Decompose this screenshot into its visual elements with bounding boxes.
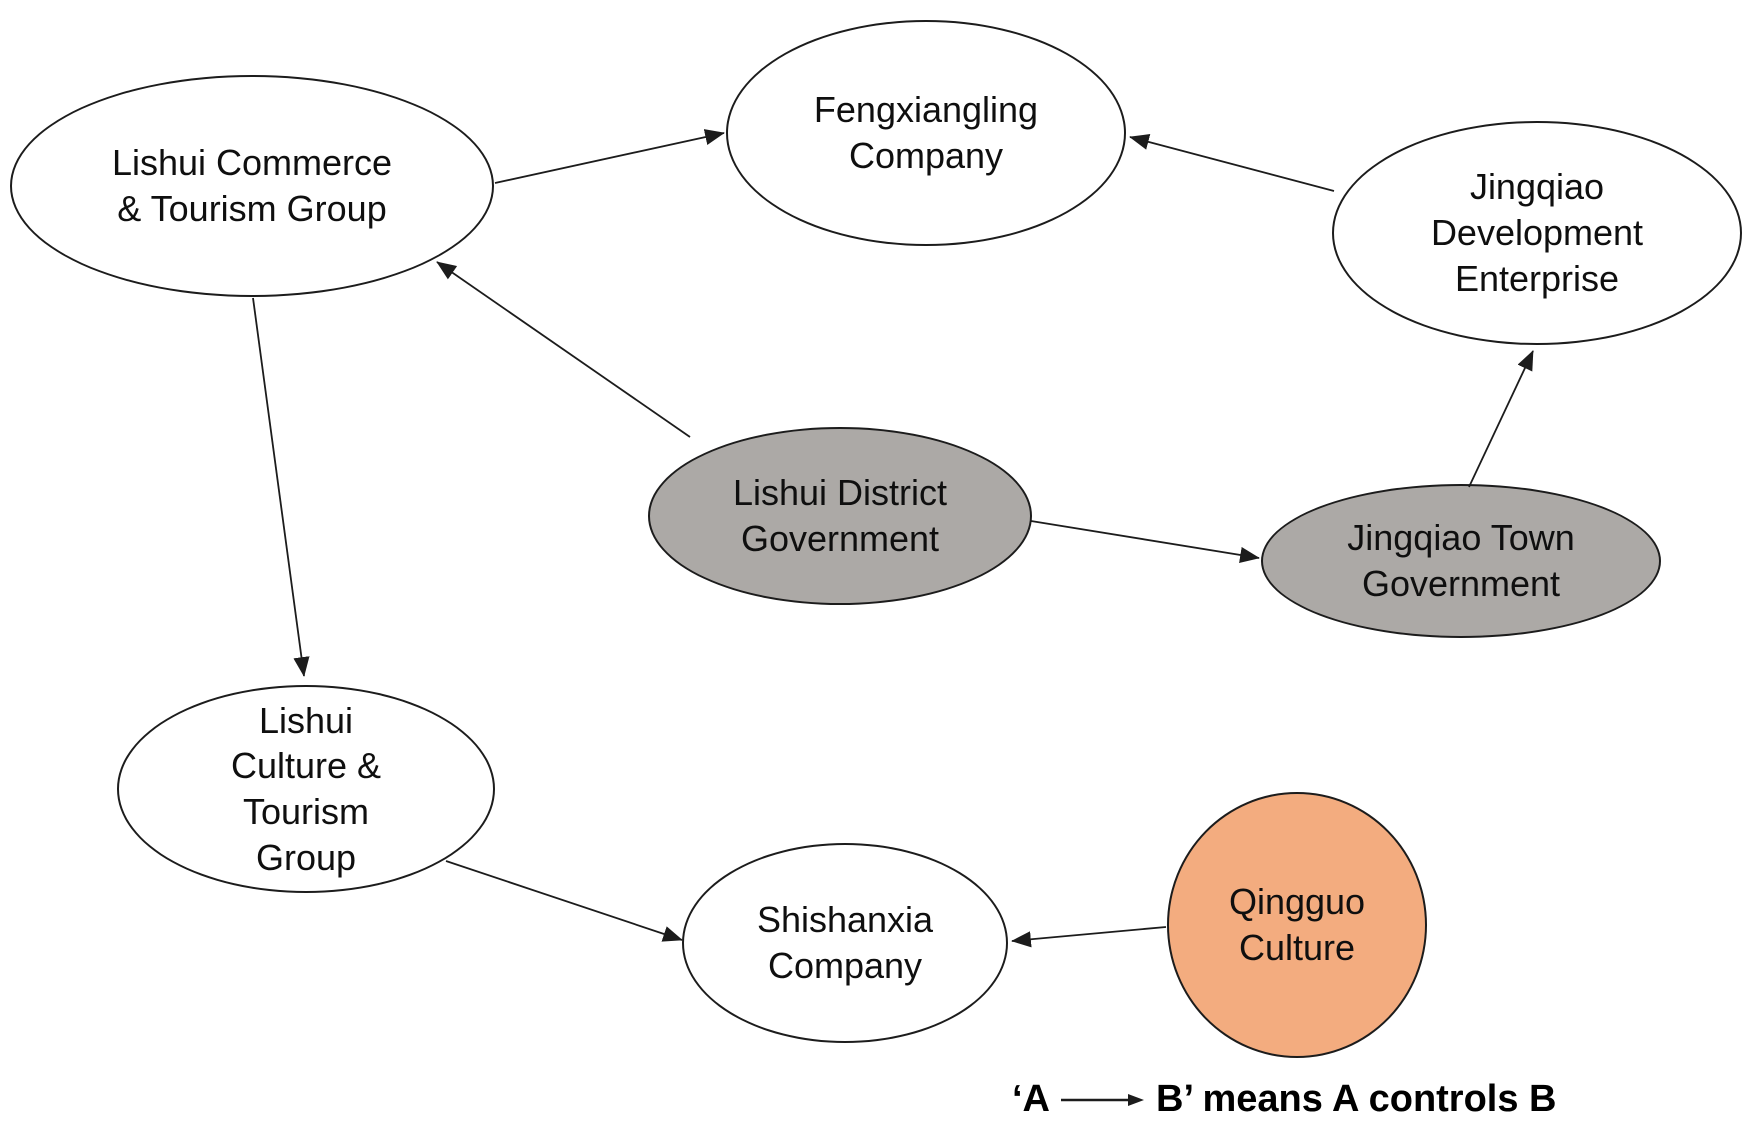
node-lishui-culture-tourism-group: Lishui Culture & Tourism Group (117, 685, 495, 893)
node-label: Lishui District Government (732, 472, 948, 559)
node-label: Shishanxia Company (756, 899, 934, 986)
node-label: Qingguo Culture (1228, 881, 1366, 968)
node-label: Lishui Commerce & Tourism Group (111, 142, 393, 229)
node-jingqiao-development-enterprise: Jingqiao Development Enterprise (1332, 121, 1742, 345)
edge-lishui-commerce-to-fengxiangling (494, 129, 725, 184)
legend-suffix-text: B’ means A controls B (1156, 1078, 1557, 1120)
edge-lishui-commerce-to-lishui-culture (252, 297, 310, 677)
node-fengxiangling-company: Fengxiangling Company (726, 20, 1126, 246)
edge-jingqiao-town-to-jingqiao-dev (1468, 350, 1534, 488)
legend: ‘A B’ means A controls B (1012, 1078, 1557, 1121)
node-lishui-commerce-tourism-group: Lishui Commerce & Tourism Group (10, 75, 494, 297)
node-qingguo-culture: Qingguo Culture (1167, 792, 1427, 1058)
node-jingqiao-town-government: Jingqiao Town Government (1261, 484, 1661, 638)
edge-jingqiao-dev-to-fengxiangling (1129, 134, 1335, 192)
legend-arrow-icon (1061, 1093, 1144, 1106)
edge-lishui-district-to-jingqiao-town (1030, 520, 1260, 563)
node-label: Jingqiao Development Enterprise (1430, 166, 1644, 299)
node-shishanxia-company: Shishanxia Company (682, 843, 1008, 1043)
legend-prefix-text: ‘A (1012, 1078, 1050, 1120)
edge-lishui-culture-to-shishanxia (445, 860, 683, 942)
node-lishui-district-government: Lishui District Government (648, 427, 1032, 605)
edge-lishui-district-to-lishui-commerce (436, 261, 691, 438)
node-label: Lishui Culture & Tourism Group (230, 699, 382, 878)
node-label: Jingqiao Town Government (1347, 517, 1575, 604)
node-label: Fengxiangling Company (813, 89, 1039, 176)
edge-qingguo-to-shishanxia (1011, 926, 1167, 948)
